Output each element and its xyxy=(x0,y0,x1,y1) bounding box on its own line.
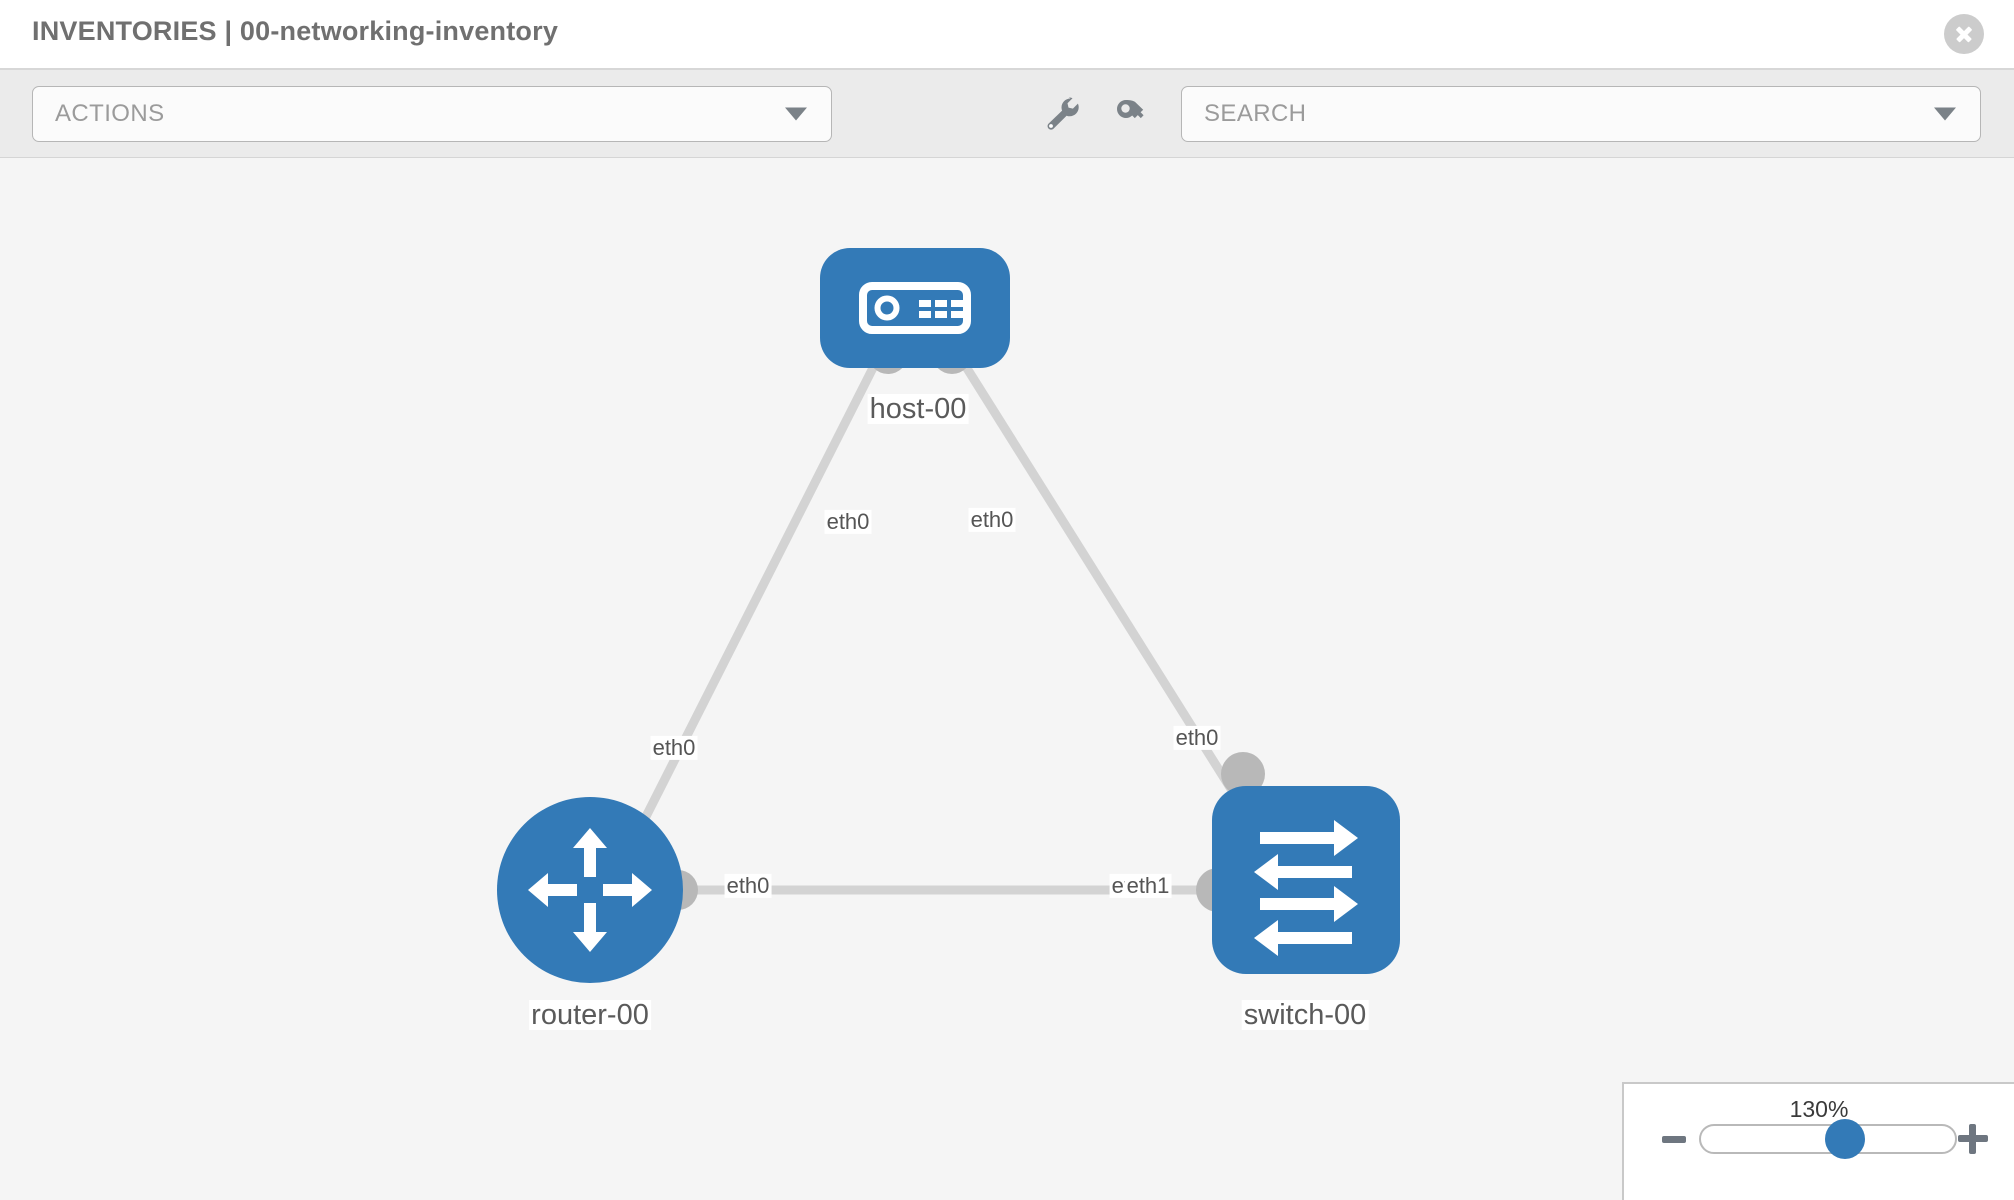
edge-host-router xyxy=(620,351,885,861)
zoom-slider-thumb[interactable] xyxy=(1825,1119,1866,1159)
node-label-host-00: host-00 xyxy=(867,393,969,425)
zoom-control-panel: 130% xyxy=(1622,1082,2014,1200)
node-label-router-00: router-00 xyxy=(529,999,651,1031)
search-input[interactable]: SEARCH xyxy=(1181,86,1981,142)
zoom-level-value: 130% xyxy=(1789,1096,1849,1122)
toolbar: ACTIONS SEARCH xyxy=(0,70,2014,158)
zoom-out-button[interactable] xyxy=(1662,1136,1686,1143)
close-icon[interactable] xyxy=(1944,14,1984,54)
edge-host-switch xyxy=(954,351,1272,851)
iface-label-switch-left-eth1: eth1 xyxy=(1124,872,1172,899)
topology-graph xyxy=(497,248,1400,983)
server-appliance-icon xyxy=(859,282,971,334)
iface-label-host-left-eth0: eth0 xyxy=(824,508,872,535)
topology-canvas[interactable]: host-00 router-00 switch-00 eth0 eth0 et… xyxy=(0,158,2014,1200)
actions-dropdown-label: ACTIONS xyxy=(55,100,165,127)
four-way-arrows-icon xyxy=(528,828,652,952)
node-switch-00 xyxy=(1212,786,1400,974)
page-title: INVENTORIES | 00-networking-inventory xyxy=(32,16,559,46)
edges xyxy=(620,351,1272,895)
connector-switch-top xyxy=(1221,752,1265,796)
key-icon[interactable] xyxy=(1110,92,1154,136)
node-label-switch-00: switch-00 xyxy=(1241,999,1369,1031)
chevron-down-icon xyxy=(785,107,807,121)
search-placeholder: SEARCH xyxy=(1204,100,1307,127)
iface-label-router-right-eth0: eth0 xyxy=(724,872,772,899)
iface-label-router-up-eth0: eth0 xyxy=(650,734,698,761)
iface-label-switch-up-eth0: eth0 xyxy=(1173,724,1221,751)
wrench-icon[interactable] xyxy=(1040,92,1084,136)
node-host-00 xyxy=(820,248,1010,368)
chevron-down-icon xyxy=(1934,107,1956,121)
iface-label-host-right-eth0: eth0 xyxy=(968,506,1016,533)
bidirectional-arrows-icon xyxy=(1254,820,1358,956)
actions-dropdown[interactable]: ACTIONS xyxy=(32,86,832,142)
node-router-00 xyxy=(497,797,683,983)
zoom-in-button[interactable] xyxy=(1958,1124,1988,1154)
page-header: INVENTORIES | 00-networking-inventory xyxy=(0,0,2014,70)
